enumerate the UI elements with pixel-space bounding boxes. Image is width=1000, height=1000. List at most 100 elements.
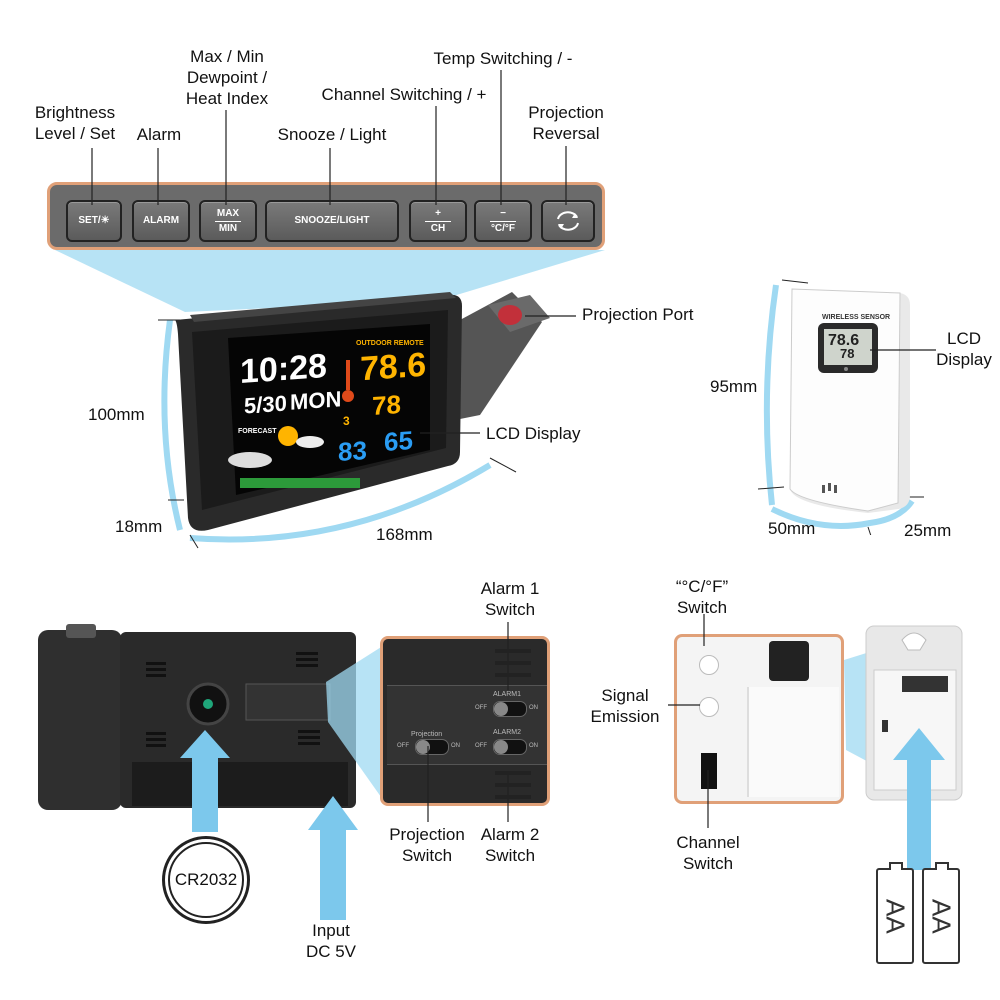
lcd-forecast-label: FORECAST	[238, 428, 277, 435]
width-dimension: 168mm	[376, 525, 433, 544]
callout-line: Brightness	[34, 103, 116, 122]
minus-label: −	[500, 207, 506, 219]
sensor-depth-dimension: 25mm	[904, 521, 952, 540]
battery-label: AA	[880, 898, 911, 934]
callout-line: Input	[312, 921, 350, 940]
channel-switch-callout: Channel Switch	[670, 832, 746, 874]
lcd-outdoor-label: OUTDOOR REMOTE	[356, 340, 424, 347]
callout-line: Dewpoint /	[186, 68, 268, 87]
callout-line: Projection	[528, 103, 604, 122]
separator	[490, 220, 516, 222]
callout-line: Switch	[401, 846, 453, 865]
aa-battery: AA	[876, 862, 914, 964]
vent	[495, 795, 531, 799]
max-label: MAX	[216, 207, 240, 219]
brightness-callout: Brightness Level / Set	[22, 102, 128, 144]
channel-plus-button[interactable]: + CH	[409, 200, 467, 242]
vent	[495, 649, 531, 653]
alarm-button-label: ALARM	[142, 215, 180, 226]
clock-leader-lines	[420, 315, 576, 434]
signal-emission-callout: Signal Emission	[584, 685, 666, 727]
plus-label: +	[435, 207, 441, 219]
sensor-lcd-leader	[870, 349, 936, 351]
callout-line: Reversal	[532, 124, 600, 143]
height-dimension: 100mm	[88, 405, 145, 424]
min-label: MIN	[218, 222, 238, 234]
alarm1-switch-callout: Alarm 1 Switch	[470, 578, 550, 620]
callout-line: Max / Min	[190, 47, 264, 66]
cf-button[interactable]	[699, 655, 719, 675]
depth-dimension: 18mm	[115, 517, 163, 536]
ch-label: CH	[430, 222, 446, 234]
alarm2-label: ALARM2	[493, 729, 522, 736]
switch-panel-zoom: ALARM1 OFF ON Projection OFF ON ALARM2 O…	[380, 636, 550, 806]
callout-line: Alarm 2	[480, 825, 540, 844]
callout-line: Emission	[590, 707, 660, 726]
vent	[495, 673, 531, 677]
callout-line: Alarm 1	[480, 579, 540, 598]
projection-switch-control[interactable]	[415, 739, 449, 755]
sensor-brand: WIRELESS SENSOR	[822, 314, 891, 321]
alarm1-switch[interactable]	[493, 701, 527, 717]
cf-label: °C/°F	[490, 222, 516, 234]
alarm2-switch-callout: Alarm 2 Switch	[470, 824, 550, 866]
temp-callout: Temp Switching / -	[418, 48, 588, 69]
wireless-sensor	[757, 279, 924, 535]
callout-line: Display	[936, 350, 992, 369]
clock-back	[38, 624, 386, 810]
callout-line: Projection	[389, 825, 465, 844]
sensor-lcd-callout: LCD Display	[932, 328, 996, 370]
projection-reversal-button[interactable]	[541, 200, 595, 242]
signal-emission-button[interactable]	[699, 697, 719, 717]
battery-compartment	[747, 687, 839, 797]
callout-line: Heat Index	[185, 89, 269, 108]
cf-switch-callout: “°C/°F” Switch	[664, 576, 740, 618]
snooze-callout: Snooze / Light	[262, 124, 402, 145]
callout-line: Signal	[601, 686, 649, 705]
projection-on: ON	[451, 743, 460, 749]
callout-line: Level / Set	[34, 124, 116, 143]
snooze-light-button[interactable]: SNOOZE/LIGHT	[265, 200, 399, 242]
top-leader-lines	[91, 70, 567, 205]
projection-label: Projection	[411, 731, 443, 738]
callout-line: DC 5V	[305, 942, 357, 961]
temp-minus-button[interactable]: − °C/°F	[474, 200, 532, 242]
alarm1-label: ALARM1	[493, 691, 522, 698]
battery-cap	[889, 862, 903, 870]
projection-reversal-callout: Projection Reversal	[516, 102, 616, 144]
cr2032-battery: CR2032	[162, 836, 250, 924]
back-leaders-arrows	[180, 622, 509, 920]
projection-switch-callout: Projection Switch	[380, 824, 474, 866]
max-min-button[interactable]: MAX MIN	[199, 200, 257, 242]
battery-label: AA	[926, 898, 957, 934]
alarm-callout: Alarm	[124, 124, 194, 145]
callout-line: Alarm	[136, 125, 182, 144]
cr2032-label: CR2032	[168, 842, 244, 918]
callout-line: LCD	[946, 329, 981, 348]
battery-spring	[769, 641, 809, 681]
aa-battery: AA	[922, 862, 960, 964]
projection-off: OFF	[397, 743, 409, 749]
vent	[495, 771, 531, 775]
set-brightness-button[interactable]: SET/☀	[66, 200, 122, 242]
snooze-button-label: SNOOZE/LIGHT	[294, 215, 370, 226]
sensor-temp: 78.6	[828, 332, 860, 349]
sensor-back-art	[668, 614, 963, 870]
alarm2-switch[interactable]	[493, 739, 527, 755]
callout-line: Switch	[484, 846, 536, 865]
lcd-display-callout: LCD Display	[486, 424, 581, 443]
sensor-switch-zoom	[674, 634, 844, 804]
callout-line: Switch	[682, 854, 734, 873]
callout-line: Channel	[676, 833, 740, 852]
sensor-height-dimension: 95mm	[710, 377, 758, 396]
callout-line: Snooze / Light	[277, 125, 387, 144]
sensor-humidity: 78	[840, 346, 855, 361]
input-callout: Input DC 5V	[296, 920, 366, 962]
strip-beam	[55, 250, 605, 312]
alarm2-off: OFF	[475, 743, 487, 749]
maxmin-callout: Max / Min Dewpoint / Heat Index	[172, 46, 282, 109]
alarm1-on: ON	[529, 705, 538, 711]
channel-switch-control[interactable]	[701, 753, 717, 789]
set-button-label: SET/☀	[78, 215, 110, 226]
alarm-button[interactable]: ALARM	[132, 200, 190, 242]
